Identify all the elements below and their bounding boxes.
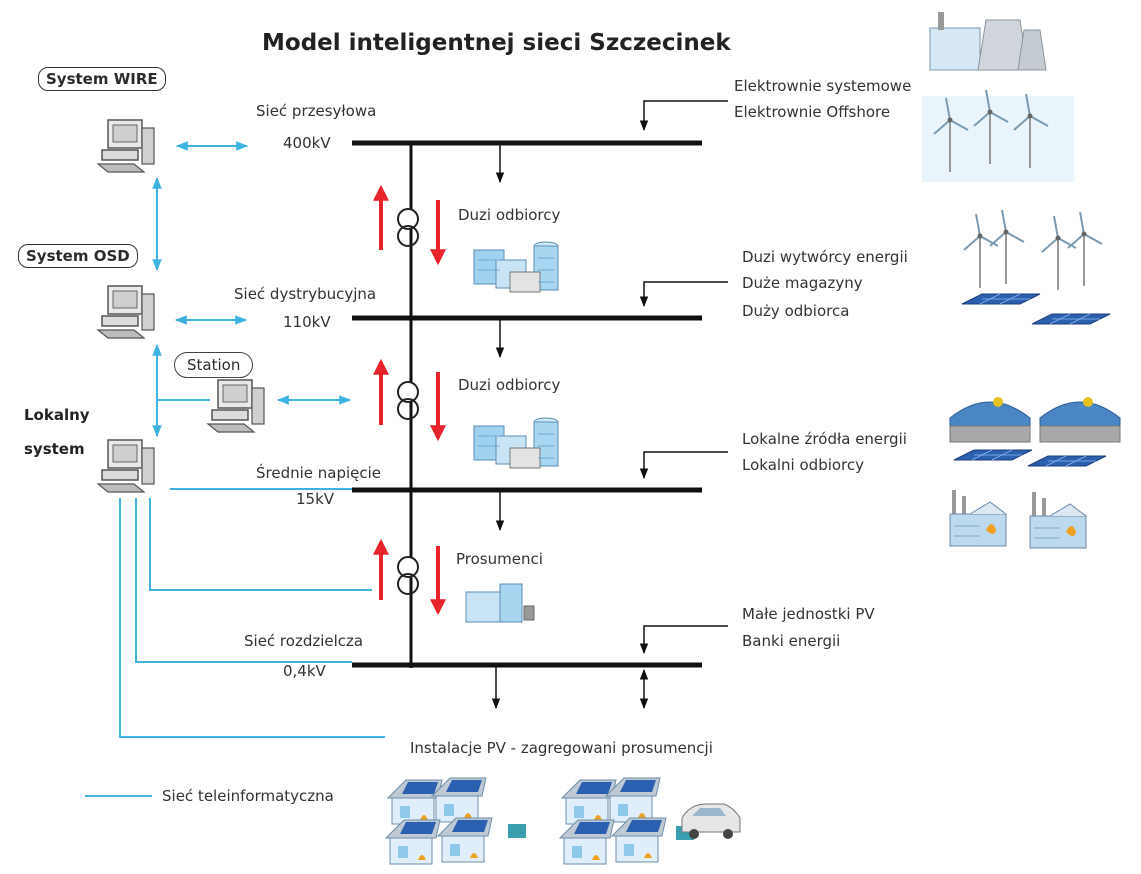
solar-panel-icon [953, 449, 1033, 461]
legend-label: Sieć teleinformatyczna [162, 787, 334, 805]
electric-car-icon [681, 803, 741, 839]
source-label: Lokalne źródła energii [742, 430, 907, 448]
pv-installations-label: Instalacje PV - zagregowani prosumencji [410, 739, 713, 757]
house-icon [611, 817, 667, 863]
computer-icon [97, 439, 155, 493]
station-label: Station [174, 352, 254, 378]
level-voltage-15kv: 15kV [296, 490, 335, 508]
solar-panel-icon [961, 293, 1041, 305]
system-osd-label: System OSD [18, 244, 138, 268]
level-name-400kv: Sieć przesyłowa [256, 102, 377, 120]
level-name-04kv: Sieć rozdzielcza [244, 632, 364, 650]
wind-turbine-icon [963, 213, 999, 289]
factory-icon [949, 489, 1007, 547]
level-voltage-400kv: 400kV [283, 134, 331, 152]
office-buildings-icon [473, 241, 559, 293]
consumer-label-1: Duzi odbiorcy [458, 206, 561, 224]
source-label: Duże magazyny [742, 274, 863, 292]
power-plant-icon [929, 12, 1047, 71]
transformer-icon [397, 556, 419, 595]
biogas-tank-icon [1039, 396, 1121, 443]
source-label: Duży odbiorca [742, 302, 850, 320]
office-buildings-icon [473, 417, 559, 469]
biogas-tank-icon [949, 396, 1031, 443]
house-icon [561, 779, 617, 825]
wind-turbine-icon [1041, 215, 1077, 291]
wind-farm-icon [963, 209, 1103, 291]
level-voltage-04kv: 0,4kV [283, 662, 326, 680]
level-name-110kv: Sieć dystrybucyjna [234, 285, 377, 303]
source-label: Lokalni odbiorcy [742, 456, 865, 474]
battery-icon [508, 824, 526, 838]
system-wire-label: System WIRE [38, 67, 166, 91]
consumer-label-3: Prosumenci [456, 550, 543, 568]
house-icon [385, 819, 441, 865]
consumer-label-2: Duzi odbiorcy [458, 376, 561, 394]
computer-icon [97, 285, 155, 339]
telecom-network [85, 141, 385, 797]
level-voltage-110kv: 110kV [283, 313, 331, 331]
level-name-15kv: Średnie napięcie [256, 464, 382, 482]
source-label: Elektrownie Offshore [734, 103, 891, 121]
source-label: Duzi wytwórcy energii [742, 248, 908, 266]
local-system-label-2: system [24, 440, 85, 458]
source-label: Małe jednostki PV [742, 605, 875, 623]
factory-icon [1029, 491, 1087, 549]
transformer-icon [397, 208, 419, 247]
local-system-label-1: Lokalny [24, 406, 90, 424]
solar-panel-icon [1027, 455, 1107, 467]
transformer-icon [397, 381, 419, 420]
house-icon [387, 779, 443, 825]
computer-icon [207, 379, 265, 433]
wind-turbine-icon [989, 209, 1025, 285]
house-icon [559, 819, 615, 865]
source-label: Banki energii [742, 632, 841, 650]
small-business-icon [465, 583, 535, 623]
offshore-wind-icon [922, 89, 1074, 182]
source-label: Elektrownie systemowe [734, 77, 912, 95]
diagram-title: Model inteligentnej sieci Szczecinek [262, 30, 731, 56]
house-icon [437, 817, 493, 863]
wind-turbine-icon [1067, 211, 1103, 287]
solar-panel-icon [1031, 313, 1111, 325]
computer-icon [97, 119, 155, 173]
